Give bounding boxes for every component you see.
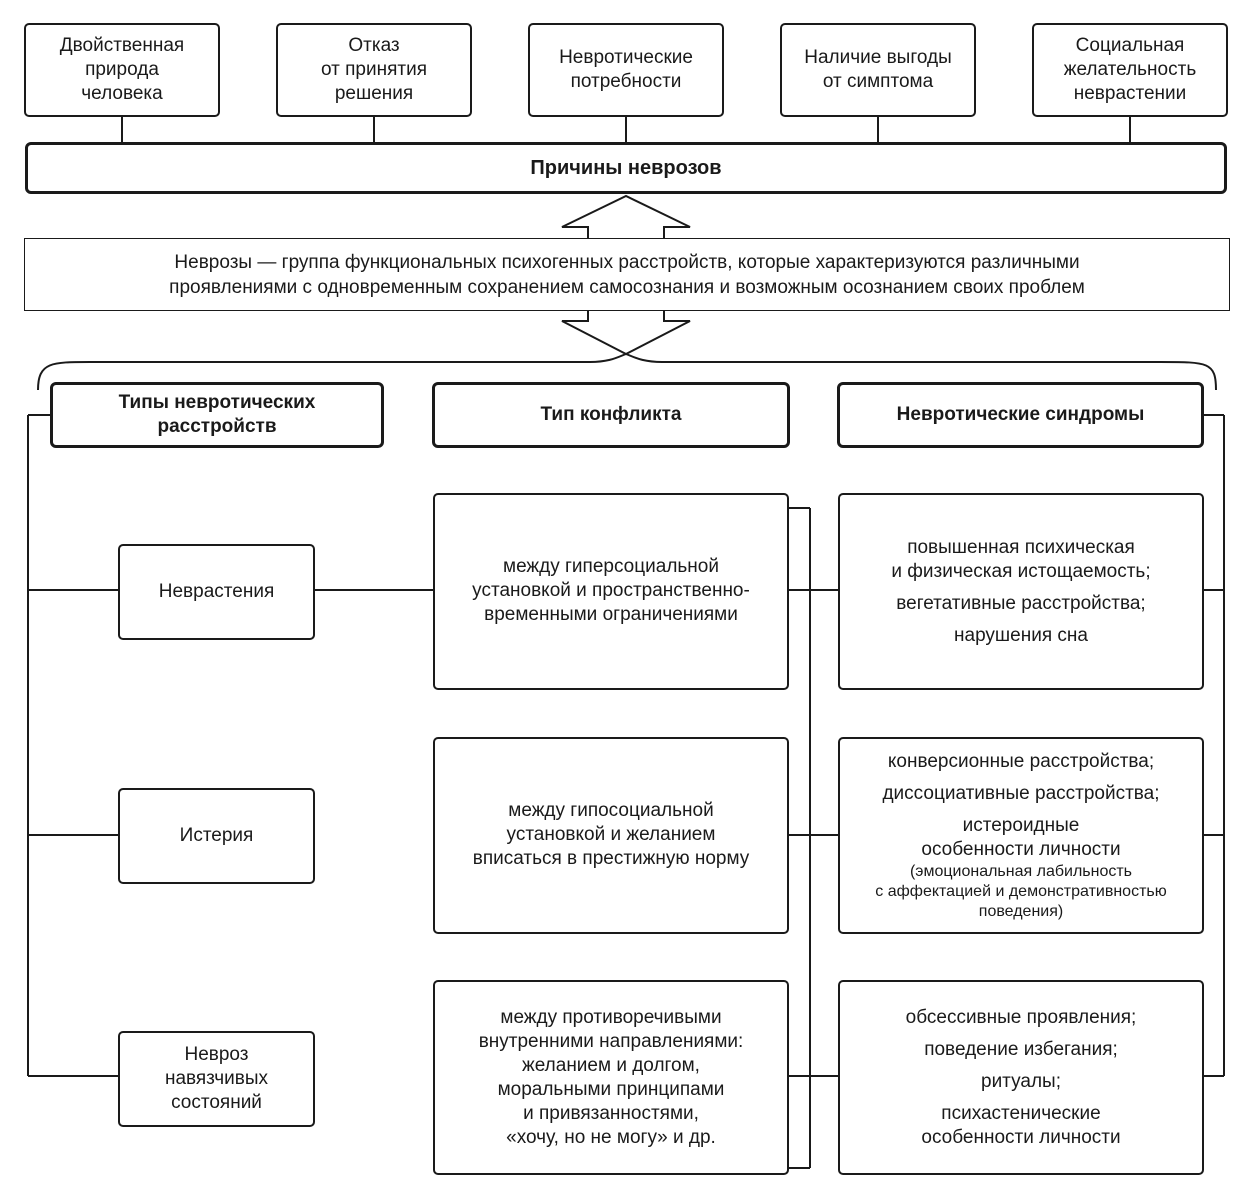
type-box-hysteria: Истерия <box>118 788 315 884</box>
type-text: состояний <box>171 1092 262 1113</box>
conflict-text: установкой и пространственно- <box>472 580 750 601</box>
cause-text: природа <box>85 59 159 80</box>
up-arrow <box>561 194 691 238</box>
header-types: Типы невротических расстройств <box>50 382 384 448</box>
syndrome-text: диссоциативные расстройства; <box>882 782 1160 804</box>
cause-box: Отказ от принятия решения <box>276 23 472 117</box>
cause-text: желательность <box>1063 59 1197 80</box>
conflict-box: между гиперсоциальной установкой и прост… <box>433 493 789 690</box>
syndrome-text: обсессивные проявления; <box>905 1006 1137 1028</box>
definition-box: Неврозы — группа функциональных психоген… <box>24 238 1230 311</box>
cause-box: Двойственная природа человека <box>24 23 220 117</box>
conflict-text: желанием и долгом, <box>522 1054 700 1076</box>
cause-text: Невротические <box>559 47 693 68</box>
type-text: Истерия <box>179 825 254 846</box>
conflict-text: установкой и желанием <box>506 824 716 845</box>
type-box-neurasthenia: Неврастения <box>118 544 315 640</box>
cause-text: от принятия <box>321 59 427 80</box>
header-syndromes: Невротические синдромы <box>837 382 1204 448</box>
syndrome-box: конверсионные расстройства; диссоциативн… <box>838 737 1204 934</box>
conflict-box: между противоречивыми внутренними направ… <box>433 980 789 1175</box>
cause-text: Отказ <box>348 35 400 56</box>
conflict-text: внутренними направлениями: <box>478 1030 744 1052</box>
causes-title-box: Причины неврозов <box>25 142 1227 194</box>
type-text: Невроз <box>184 1044 249 1065</box>
syndrome-note: поведения) <box>978 902 1064 920</box>
cause-text: потребности <box>570 71 682 92</box>
syndrome-note: с аффектацией и демонстративностью <box>875 882 1167 900</box>
syndrome-text: особенности личности <box>921 1126 1121 1148</box>
header-types-text: Типы невротических <box>118 392 316 413</box>
syndrome-text: истероидные <box>962 814 1080 836</box>
conflict-box: между гипосоциальной установкой и желани… <box>433 737 789 934</box>
syndrome-text: повышенная психическая <box>907 536 1135 558</box>
group-brace <box>37 352 1217 391</box>
cause-box: Невротические потребности <box>528 23 724 117</box>
type-text: Неврастения <box>158 581 275 602</box>
header-types-text: расстройств <box>157 416 277 437</box>
conflict-text: вписаться в престижную норму <box>472 848 750 869</box>
header-conflict: Тип конфликта <box>432 382 790 448</box>
cause-text: неврастении <box>1073 83 1187 104</box>
syndrome-box: обсессивные проявления; поведение избега… <box>838 980 1204 1175</box>
type-box-ocd: Невроз навязчивых состояний <box>118 1031 315 1127</box>
conflict-text: между противоречивыми <box>500 1006 722 1028</box>
cause-box: Социальная желательность неврастении <box>1032 23 1228 117</box>
conflict-text: временными ограничениями <box>484 604 738 625</box>
type-text: навязчивых <box>164 1068 269 1089</box>
syndrome-text: вегетативные расстройства; <box>896 592 1146 614</box>
syndrome-text: психастенические <box>941 1102 1101 1124</box>
syndrome-note: (эмоциональная лабильность <box>909 862 1133 880</box>
causes-title: Причины неврозов <box>530 157 722 179</box>
syndrome-text: нарушения сна <box>954 624 1088 646</box>
syndrome-text: конверсионные расстройства; <box>887 750 1155 772</box>
syndrome-text: ритуалы; <box>981 1070 1061 1092</box>
down-arrow <box>561 310 691 356</box>
conflict-text: между гиперсоциальной <box>503 556 719 577</box>
header-syndromes-text: Невротические синдромы <box>896 404 1145 425</box>
conflict-text: и привязанностями, <box>523 1102 699 1124</box>
cause-text: Наличие выгоды <box>804 47 952 68</box>
conflict-text: моральными принципами <box>497 1078 725 1100</box>
syndrome-text: особенности личности <box>921 838 1121 860</box>
conflict-text: «хочу, но не могу» и др. <box>506 1126 716 1148</box>
cause-text: Социальная <box>1075 35 1185 56</box>
definition-text: проявлениями с одновременным сохранением… <box>169 276 1085 298</box>
cause-text: от симптома <box>822 71 934 92</box>
header-conflict-text: Тип конфликта <box>540 404 682 425</box>
syndrome-text: поведение избегания; <box>924 1038 1118 1060</box>
cause-text: решения <box>334 83 414 104</box>
definition-text: Неврозы — группа функциональных психоген… <box>174 251 1080 273</box>
cause-box: Наличие выгоды от симптома <box>780 23 976 117</box>
conflict-text: между гипосоциальной <box>508 800 714 821</box>
cause-text: Двойственная <box>59 35 185 56</box>
syndrome-box: повышенная психическая и физическая исто… <box>838 493 1204 690</box>
cause-text: человека <box>81 83 163 104</box>
syndrome-text: и физическая истощаемость; <box>891 560 1151 582</box>
